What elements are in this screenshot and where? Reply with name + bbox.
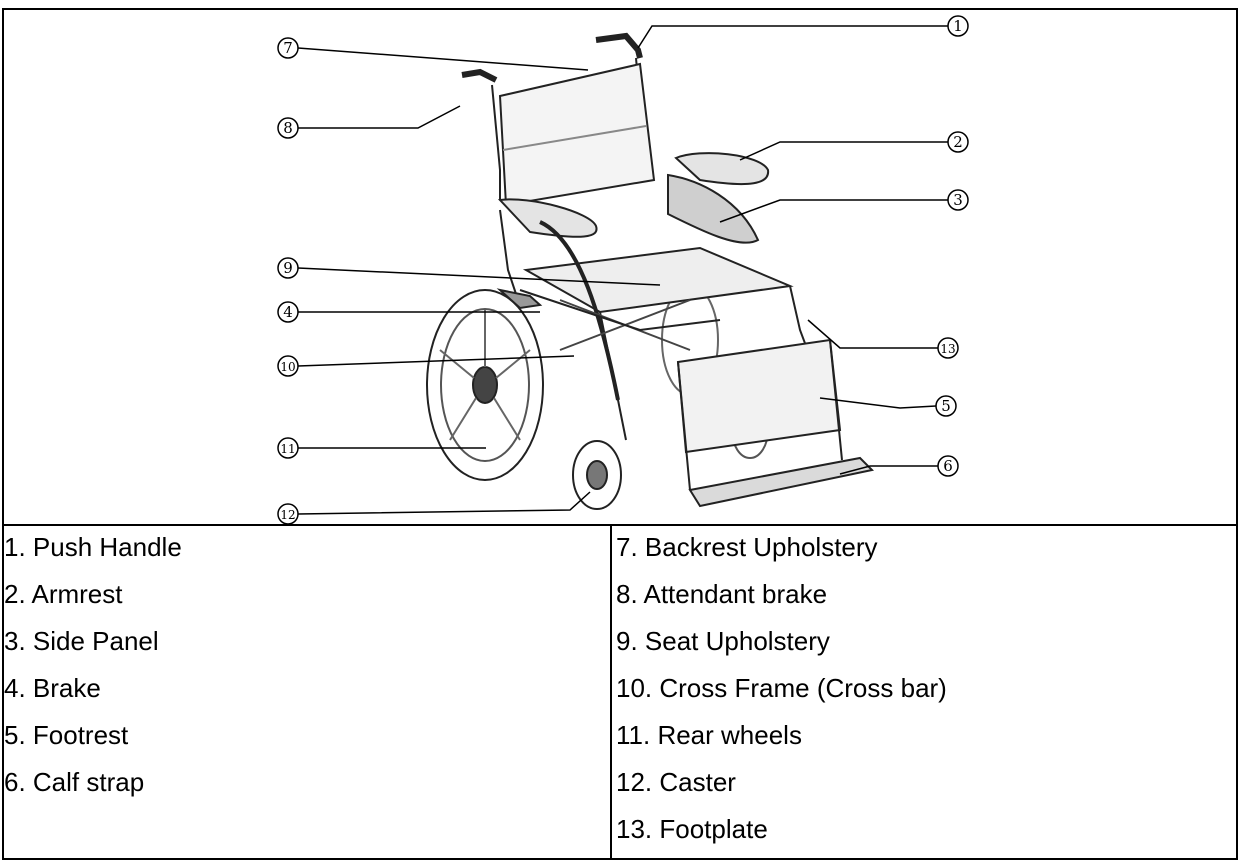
callout-13-icon [937,337,959,359]
callout-2-label: 2 [953,133,963,151]
legend-item: 2. Armrest [4,579,123,609]
table-column-divider [610,524,612,860]
callout-4-icon [277,301,299,323]
callout-10-label: 10 [280,360,295,374]
legend-item: 7. Backrest Upholstery [616,532,878,562]
callout-8-icon [277,117,299,139]
rear-wheel-icon [426,289,544,481]
callout-6-label: 6 [943,457,953,475]
table-top-border [2,524,1238,526]
wheelchair-illustration: 1 2 3 4 5 6 7 8 9 10 11 12 13 [277,15,969,525]
legend-item: 12. Caster [616,767,736,797]
caster-icon [572,440,622,510]
callout-13-label: 13 [940,342,955,356]
callout-5-label: 5 [941,397,951,415]
callout-11-label: 11 [280,442,295,456]
legend-item: 3. Side Panel [4,626,159,656]
callout-5-icon [935,395,957,417]
legend-item: 5. Footrest [4,720,129,750]
legend-item: 13. Footplate [616,814,768,844]
callout-1-icon [947,15,969,37]
callout-4-label: 4 [283,303,293,321]
callout-7-icon [277,37,299,59]
callout-6-icon [937,455,959,477]
legend-item: 4. Brake [4,673,101,703]
legend-item: 9. Seat Upholstery [616,626,830,656]
callout-8-label: 8 [283,119,293,137]
legend-item: 1. Push Handle [4,532,182,562]
callout-9-icon [277,257,299,279]
callout-7-label: 7 [283,39,293,57]
callout-3-label: 3 [953,191,963,209]
callout-12-label: 12 [280,508,295,522]
callout-1-label: 1 [953,17,963,35]
figure-border [2,8,1238,860]
legend-item: 8. Attendant brake [616,579,828,609]
callout-9-label: 9 [283,259,293,277]
callout-2-icon [947,131,969,153]
callout-10-icon [277,355,299,377]
callout-3-icon [947,189,969,211]
legend-item: 6. Calf strap [4,767,145,797]
legend-item: 11. Rear wheels [616,720,802,750]
callout-11-icon [277,437,299,459]
legend-item: 10. Cross Frame (Cross bar) [616,673,947,703]
